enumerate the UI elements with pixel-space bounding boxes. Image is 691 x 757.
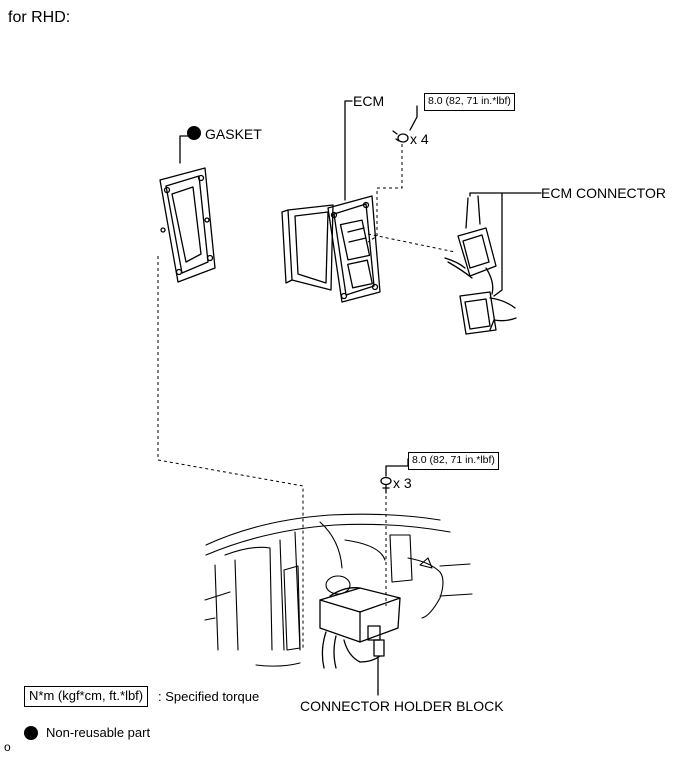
ecm-torque-spec: 8.0 (82, 71 in.*lbf) (424, 93, 515, 111)
legend-torque-unit: N*m (kgf*cm, ft.*lbf) (24, 686, 149, 707)
legend-torque-description: : Specified torque (158, 689, 260, 704)
holder-bolt-quantity: x 3 (393, 475, 412, 491)
ecm-connector-upper (444, 195, 497, 295)
footnote-mark: o (4, 740, 11, 754)
page-heading: for RHD: (8, 9, 71, 26)
vehicle-installation-view (204, 513, 473, 667)
ecm-bolt-quantity: x 4 (410, 131, 429, 147)
ecm-part (281, 195, 381, 303)
legend-nonreusable-icon (24, 726, 38, 740)
connector-holder-block-part (319, 587, 401, 669)
holder-torque-spec: 8.0 (82, 71 in.*lbf) (408, 452, 499, 470)
ecm-connector-lower (459, 291, 517, 335)
ecm-label: ECM (353, 93, 385, 109)
holder-bolt-icon (380, 476, 392, 494)
ecm-connector-label: ECM CONNECTOR (541, 185, 666, 201)
gasket-label: GASKET (205, 126, 262, 142)
ecm-bolt-icon (392, 130, 409, 143)
connector-holder-block-label: CONNECTOR HOLDER BLOCK (300, 698, 504, 714)
gasket-part (159, 167, 216, 283)
nonreusable-marker-icon (187, 126, 201, 140)
legend-nonreusable-label: Non-reusable part (46, 725, 151, 740)
